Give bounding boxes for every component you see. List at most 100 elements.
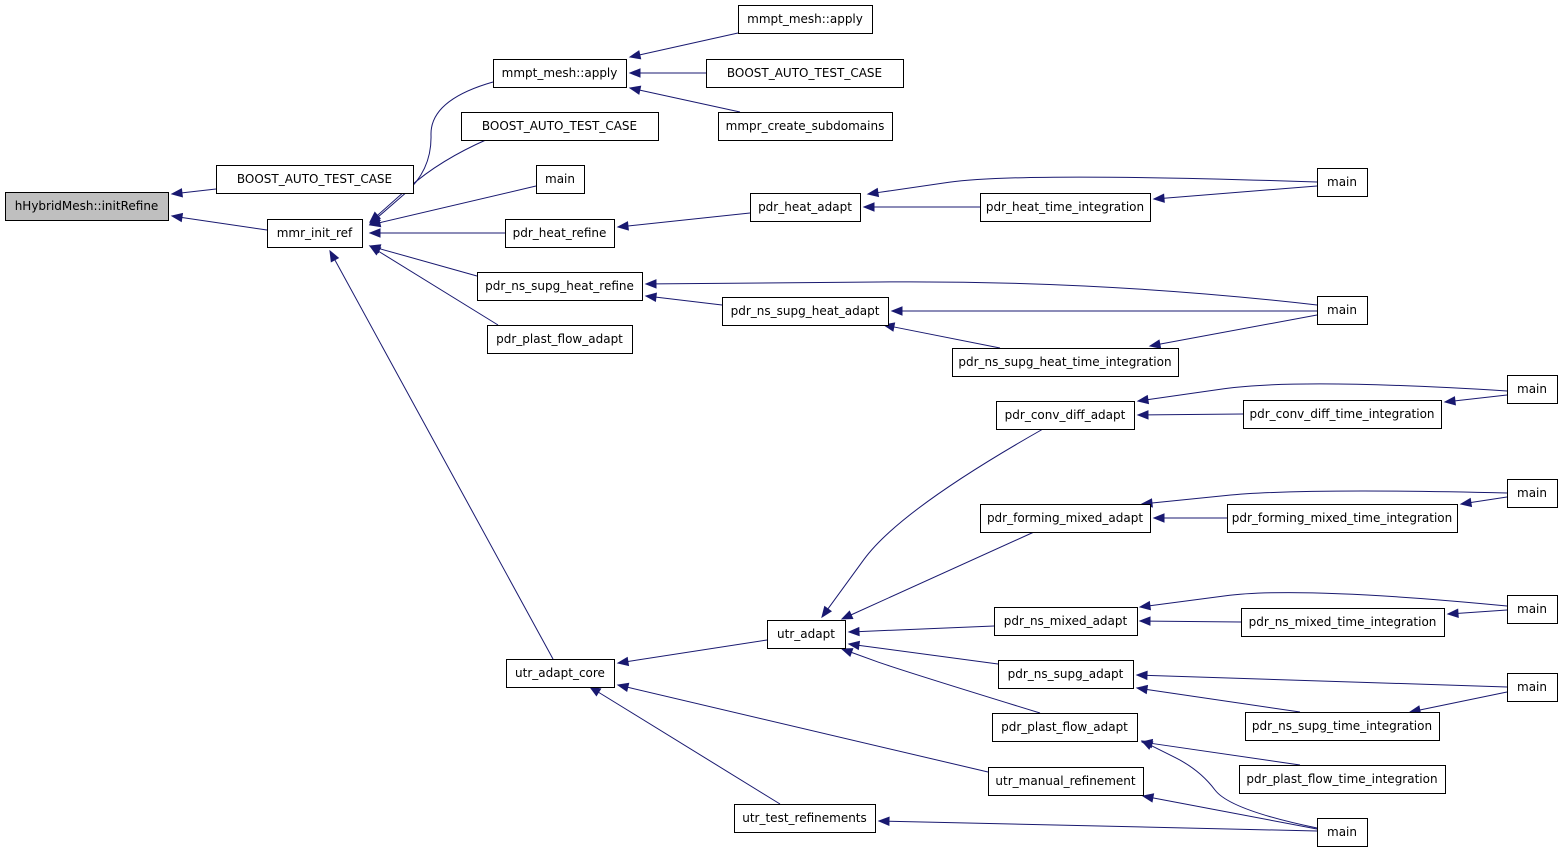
edge-main6-to-pnma [1138, 592, 1508, 611]
node-pcdti[interactable]: pdr_conv_diff_time_integration [1243, 400, 1442, 429]
node-mir[interactable]: mmr_init_ref [267, 219, 363, 248]
node-root[interactable]: hHybridMesh::initRefine [5, 192, 169, 221]
edge-pha-to-phr [616, 212, 751, 231]
node-main2[interactable]: main [1317, 168, 1368, 197]
node-pnma[interactable]: pdr_ns_mixed_adapt [994, 607, 1138, 636]
node-box[interactable] [1507, 375, 1558, 404]
node-box[interactable] [980, 504, 1151, 533]
edge-line [1151, 490, 1508, 504]
node-box[interactable] [461, 112, 659, 141]
node-box[interactable] [487, 325, 633, 354]
node-box[interactable] [1241, 608, 1445, 637]
arrow-head-icon [847, 640, 861, 651]
arrow-head-icon [1135, 670, 1148, 681]
nodes-layer: hHybridMesh::initRefine BOOST_AUTO_TEST_C… [5, 5, 1558, 847]
node-box[interactable] [1507, 595, 1558, 624]
node-main5[interactable]: main [1507, 479, 1558, 508]
node-box[interactable] [980, 193, 1151, 222]
arrow-head-icon [890, 306, 903, 316]
node-box[interactable] [706, 59, 904, 88]
edge-line [1457, 609, 1508, 614]
node-box[interactable] [988, 767, 1144, 796]
node-pnshr[interactable]: pdr_ns_supg_heat_refine [477, 272, 643, 301]
edge-main7-to-pnsti [1408, 691, 1508, 715]
node-phti[interactable]: pdr_heat_time_integration [980, 193, 1151, 222]
node-box[interactable] [734, 804, 876, 833]
node-pfma[interactable]: pdr_forming_mixed_adapt [980, 504, 1151, 533]
node-box[interactable] [952, 348, 1179, 377]
node-box[interactable] [767, 620, 846, 649]
node-box[interactable] [477, 272, 643, 301]
node-pcda[interactable]: pdr_conv_diff_adapt [996, 401, 1135, 430]
arrow-head-icon [847, 626, 860, 637]
node-box[interactable] [994, 607, 1138, 636]
node-pfmti[interactable]: pdr_forming_mixed_time_integration [1227, 504, 1458, 533]
node-box[interactable] [216, 165, 414, 194]
node-box[interactable] [267, 219, 363, 248]
node-box[interactable] [1317, 818, 1368, 847]
node-main6[interactable]: main [1507, 595, 1558, 624]
edge-line [379, 185, 537, 224]
node-ppfti[interactable]: pdr_plast_flow_time_integration [1239, 765, 1446, 794]
node-main7[interactable]: main [1507, 673, 1558, 702]
node-box[interactable] [1239, 765, 1446, 794]
node-box[interactable] [750, 193, 861, 222]
node-main8[interactable]: main [1317, 818, 1368, 847]
edge-line [377, 81, 494, 218]
node-bat1[interactable]: BOOST_AUTO_TEST_CASE [216, 165, 414, 194]
node-box[interactable] [5, 192, 169, 221]
edge-line [1146, 674, 1508, 688]
node-uac[interactable]: utr_adapt_core [506, 659, 615, 688]
node-bat3[interactable]: BOOST_AUTO_TEST_CASE [461, 112, 659, 141]
edge-main3-to-pnsha [890, 306, 1317, 316]
node-label: utr_adapt_core [515, 666, 605, 680]
node-main3[interactable]: main [1317, 296, 1368, 325]
node-box[interactable] [1317, 168, 1368, 197]
node-label: main [1517, 680, 1547, 694]
node-pnshti[interactable]: pdr_ns_supg_heat_time_integration [952, 348, 1179, 377]
node-label: pdr_plast_flow_adapt [1001, 720, 1128, 734]
edge-line [181, 188, 217, 194]
node-box[interactable] [506, 659, 615, 688]
edge-line [827, 428, 1044, 610]
node-pha[interactable]: pdr_heat_adapt [750, 193, 861, 222]
node-utr[interactable]: utr_test_refinements [734, 804, 876, 833]
node-pnmti[interactable]: pdr_ns_mixed_time_integration [1241, 608, 1445, 637]
node-box[interactable] [996, 401, 1135, 430]
node-main4[interactable]: main [1507, 375, 1558, 404]
node-mma[interactable]: mmpt_mesh::apply [493, 59, 627, 88]
node-mcs[interactable]: mmpr_create_subdomains [718, 112, 893, 141]
node-pnsha[interactable]: pdr_ns_supg_heat_adapt [722, 297, 889, 326]
node-pnsti[interactable]: pdr_ns_supg_time_integration [1245, 712, 1440, 741]
edge-line [1147, 383, 1508, 401]
arrow-head-icon [1141, 793, 1155, 803]
node-phr[interactable]: pdr_heat_refine [505, 219, 615, 248]
node-label: utr_test_refinements [742, 811, 867, 825]
node-box[interactable] [738, 5, 873, 34]
node-label: pdr_ns_supg_heat_adapt [731, 304, 880, 318]
node-bat2[interactable]: BOOST_AUTO_TEST_CASE [706, 59, 904, 88]
arrow-head-icon [1140, 738, 1154, 749]
node-box[interactable] [536, 165, 585, 194]
node-box[interactable] [505, 219, 615, 248]
edge-line [1149, 620, 1242, 623]
node-ua[interactable]: utr_adapt [767, 620, 846, 649]
node-ppfa2[interactable]: pdr_plast_flow_adapt [992, 713, 1138, 742]
node-box[interactable] [1317, 296, 1368, 325]
node-box[interactable] [1245, 712, 1440, 741]
node-box[interactable] [722, 297, 889, 326]
arrow-head-icon [616, 221, 629, 231]
node-umr[interactable]: utr_manual_refinement [988, 767, 1144, 796]
node-box[interactable] [998, 660, 1134, 689]
node-box[interactable] [1507, 673, 1558, 702]
node-box[interactable] [992, 713, 1138, 742]
node-box[interactable] [1507, 479, 1558, 508]
node-mma2[interactable]: mmpt_mesh::apply [738, 5, 873, 34]
node-ppfa1[interactable]: pdr_plast_flow_adapt [487, 325, 633, 354]
node-box[interactable] [1243, 400, 1442, 429]
node-box[interactable] [1227, 504, 1458, 533]
node-box[interactable] [718, 112, 893, 141]
node-box[interactable] [493, 59, 627, 88]
node-main1[interactable]: main [536, 165, 585, 194]
node-pnsa[interactable]: pdr_ns_supg_adapt [998, 660, 1134, 689]
